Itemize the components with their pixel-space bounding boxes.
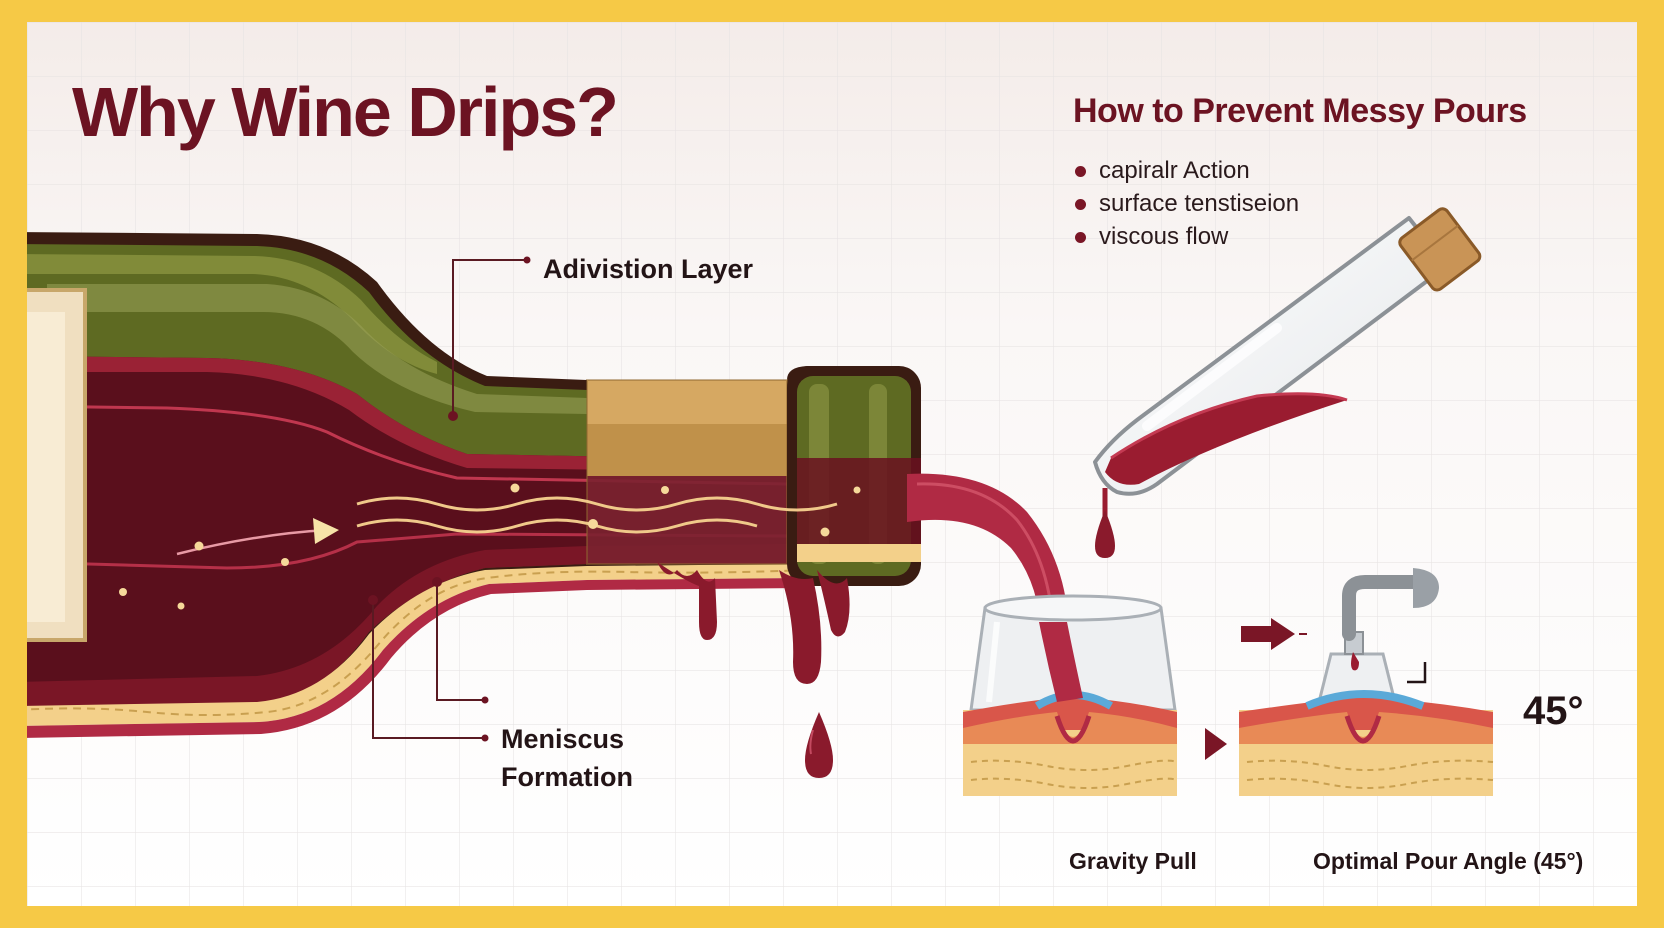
illustration — [27, 22, 1637, 906]
caption-gravity-pull: Gravity Pull — [1069, 848, 1197, 874]
caption-optimal-angle: Optimal Pour Angle (45°) — [1313, 848, 1584, 874]
list-item: capiralr Action — [1073, 154, 1299, 187]
callout-formation: Formation — [501, 762, 633, 792]
tips-heading: How to Prevent Messy Pours — [1073, 92, 1527, 130]
page-title: Why Wine Drips? — [72, 73, 619, 151]
infographic-panel: Why Wine Drips? How to Prevent Messy Pou… — [27, 22, 1637, 906]
tips-list: capiralr Action surface tenstiseion visc… — [1073, 154, 1299, 253]
gravity-pull-panel — [963, 594, 1178, 796]
callout-meniscus: Meniscus — [501, 724, 625, 754]
tilted-clear-bottle — [1093, 207, 1482, 558]
list-item: viscous flow — [1073, 220, 1299, 253]
optimal-angle-panel — [1239, 568, 1494, 796]
list-item: surface tenstiseion — [1073, 187, 1299, 220]
panel-arrow — [1205, 728, 1227, 760]
angle-label: 45° — [1523, 689, 1584, 733]
callout-adhesion-layer: Adivistion Layer — [543, 254, 754, 284]
wine-bottle — [27, 232, 1069, 778]
